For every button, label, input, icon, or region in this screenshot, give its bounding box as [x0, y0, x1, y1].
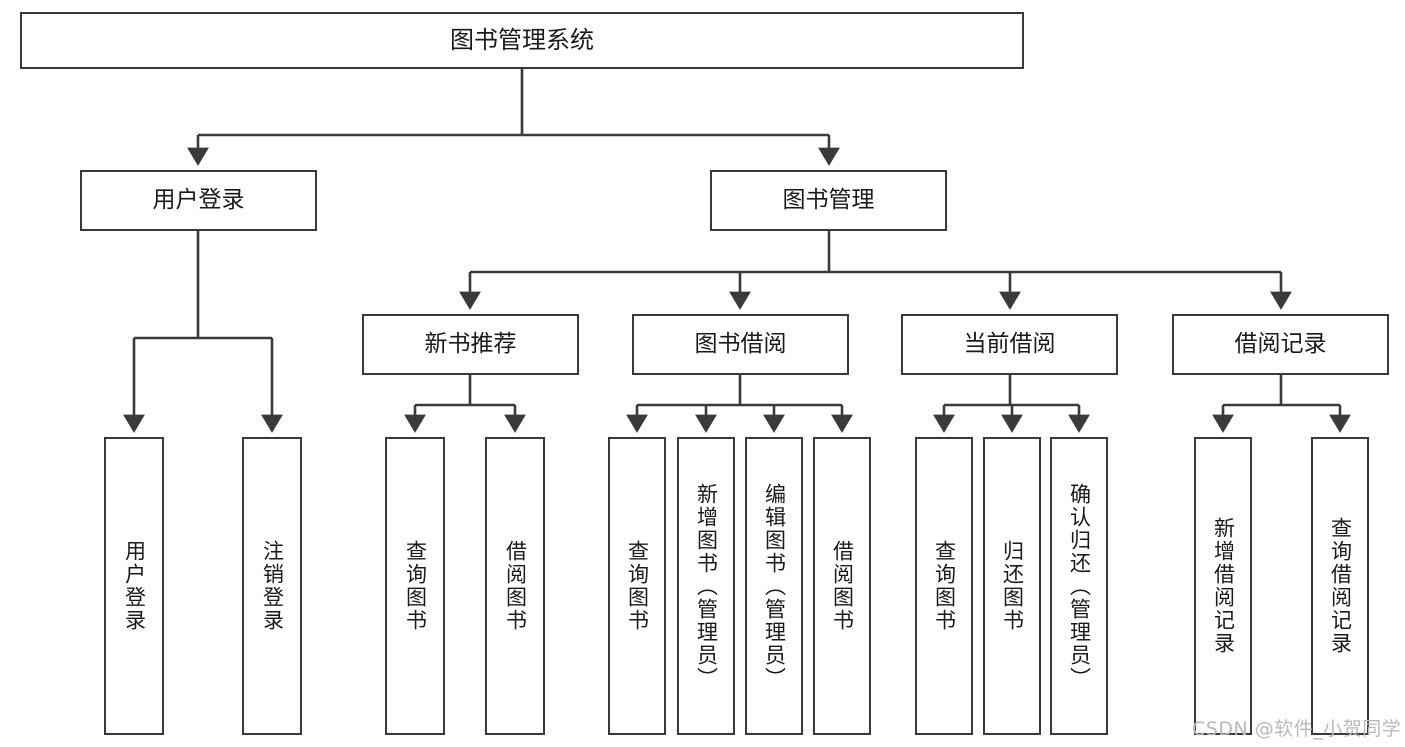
node-leaf-return-book[interactable]: 归还图书	[983, 437, 1041, 735]
node-leaf-query-book-3[interactable]: 查询图书	[915, 437, 973, 735]
node-root-label: 图书管理系统	[450, 26, 594, 55]
node-user-login[interactable]: 用户登录	[80, 170, 317, 231]
node-leaf-borrow-book-2[interactable]: 借阅图书	[813, 437, 871, 735]
node-book-manage[interactable]: 图书管理	[710, 170, 947, 231]
node-current-borrow-label: 当前借阅	[963, 330, 1056, 357]
node-leaf-query-book-2-label: 查询图书	[625, 540, 650, 632]
node-leaf-user-login-label: 用户登录	[122, 540, 147, 632]
node-leaf-add-book-label: 新增图书（管理员）	[694, 482, 719, 690]
node-leaf-user-logout[interactable]: 注销登录	[242, 437, 302, 735]
node-leaf-edit-book[interactable]: 编辑图书（管理员）	[745, 437, 803, 735]
node-borrow-record[interactable]: 借阅记录	[1172, 314, 1389, 375]
node-new-book-rec[interactable]: 新书推荐	[362, 314, 579, 375]
node-leaf-return-book-label: 归还图书	[1000, 540, 1025, 632]
node-leaf-add-record-label: 新增借阅记录	[1211, 517, 1236, 655]
node-leaf-query-book-3-label: 查询图书	[932, 540, 957, 632]
node-leaf-confirm-return-label: 确认归还（管理员）	[1067, 482, 1092, 690]
node-root[interactable]: 图书管理系统	[20, 12, 1024, 69]
node-leaf-borrow-book-1-label: 借阅图书	[503, 540, 528, 632]
node-leaf-confirm-return[interactable]: 确认归还（管理员）	[1050, 437, 1108, 735]
node-book-borrow-label: 图书借阅	[694, 330, 787, 357]
node-user-login-label: 用户登录	[152, 186, 245, 213]
node-book-manage-label: 图书管理	[782, 186, 875, 213]
node-leaf-add-book[interactable]: 新增图书（管理员）	[677, 437, 735, 735]
node-leaf-edit-book-label: 编辑图书（管理员）	[762, 482, 787, 690]
node-book-borrow[interactable]: 图书借阅	[632, 314, 849, 375]
node-leaf-query-record[interactable]: 查询借阅记录	[1311, 437, 1369, 735]
node-leaf-user-login[interactable]: 用户登录	[104, 437, 164, 735]
node-borrow-record-label: 借阅记录	[1234, 330, 1327, 357]
node-leaf-query-book-1-label: 查询图书	[403, 540, 428, 632]
node-leaf-borrow-book-2-label: 借阅图书	[830, 540, 855, 632]
node-leaf-query-book-2[interactable]: 查询图书	[608, 437, 666, 735]
node-leaf-query-record-label: 查询借阅记录	[1328, 517, 1353, 655]
node-leaf-borrow-book-1[interactable]: 借阅图书	[485, 437, 545, 735]
watermark-text: CSDN @软件_小贺同学	[1192, 718, 1402, 740]
node-leaf-query-book-1[interactable]: 查询图书	[385, 437, 445, 735]
node-current-borrow[interactable]: 当前借阅	[901, 314, 1118, 375]
node-leaf-user-logout-label: 注销登录	[260, 540, 285, 632]
node-new-book-rec-label: 新书推荐	[424, 330, 517, 357]
node-leaf-add-record[interactable]: 新增借阅记录	[1194, 437, 1252, 735]
